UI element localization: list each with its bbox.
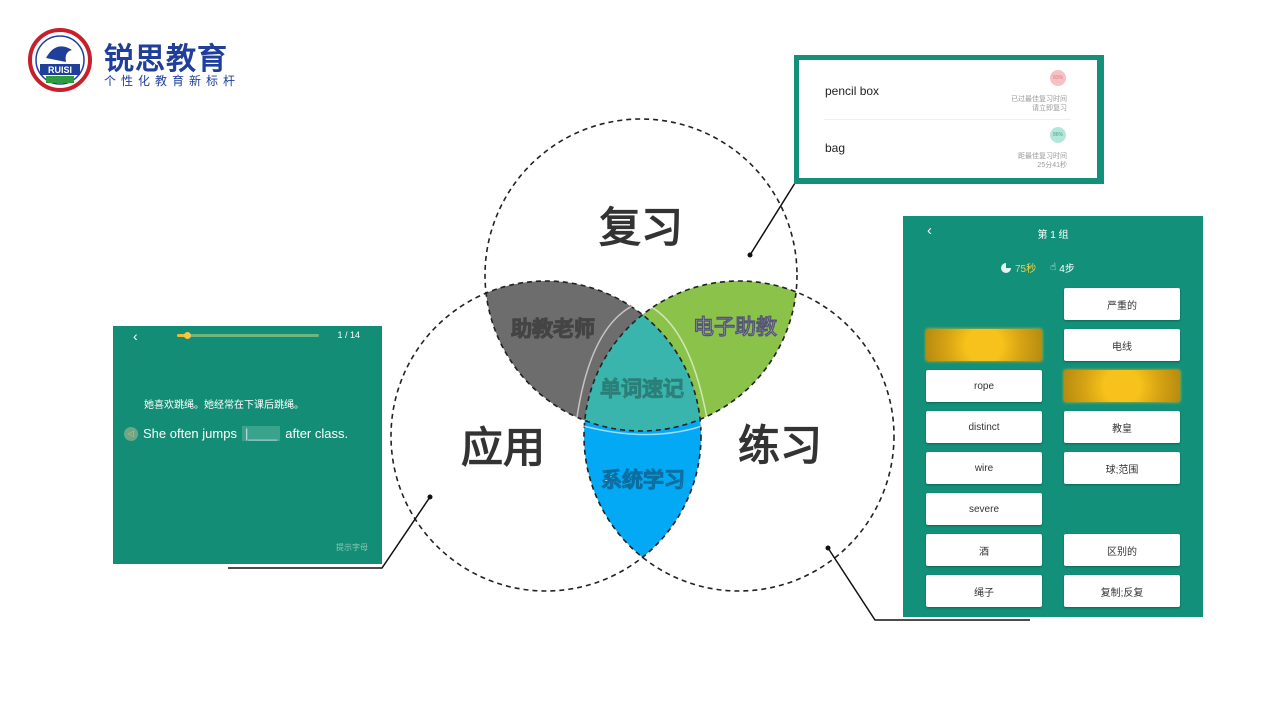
word-card[interactable]: rope — [926, 370, 1042, 402]
back-icon[interactable]: ‹ — [133, 328, 138, 344]
progress-bar — [177, 332, 319, 339]
word-card[interactable]: 区别的 — [1064, 534, 1180, 566]
word-card[interactable]: severe — [926, 493, 1042, 525]
label-review: 复习 — [599, 203, 683, 252]
hand-icon: ☝ — [1050, 262, 1057, 273]
word-card[interactable]: 教皇 — [1064, 411, 1180, 443]
circle-practice — [583, 280, 895, 592]
group-title: 第 1 组 — [1037, 230, 1069, 241]
label-assistant-teacher: 助教老师 — [511, 317, 595, 341]
match-panel: ‹ 第 1 组 75秒 ☝4步 rope distinct wire severe 酒绳… — [903, 216, 1203, 617]
word-card[interactable]: 球;范围 — [1064, 452, 1180, 484]
label-practice: 练习 — [738, 421, 822, 470]
review-note: 已过最佳复习时间请立即复习 — [1011, 96, 1067, 112]
label-word-memo: 单词速记 — [600, 377, 684, 401]
brand-name: 锐思教育 — [104, 43, 228, 76]
review-word: pencil box — [825, 84, 880, 98]
word-card[interactable]: 严重的 — [1064, 288, 1180, 320]
word-card[interactable]: 复制;反复 — [1064, 575, 1180, 607]
label-e-assistant: 电子助教 — [693, 315, 778, 339]
sentence-end: after class. — [285, 426, 349, 441]
label-system-learning: 系统学习 — [601, 468, 685, 492]
divider — [824, 119, 1071, 120]
svg-text:RUISI: RUISI — [48, 65, 72, 75]
hint-button[interactable]: 提示字母 — [336, 543, 368, 552]
matched-card[interactable] — [1064, 370, 1180, 402]
steps-value: 4步 — [1059, 264, 1075, 275]
matched-card[interactable] — [926, 329, 1042, 361]
review-word: bag — [825, 141, 846, 155]
word-card[interactable]: 绳子 — [926, 575, 1042, 607]
circle-apply — [390, 280, 702, 592]
connector-apply — [228, 496, 431, 569]
answer-blank-input[interactable]: |____ — [241, 426, 281, 441]
word-card[interactable]: 酒 — [926, 534, 1042, 566]
word-card[interactable]: 电线 — [1064, 329, 1180, 361]
word-card[interactable]: wire — [926, 452, 1042, 484]
memory-percent: 86% — [1050, 127, 1066, 143]
back-icon[interactable]: ‹ — [927, 222, 932, 239]
label-apply: 应用 — [461, 423, 545, 472]
speaker-icon[interactable]: ◁ — [124, 426, 138, 441]
progress-count: 1 / 14 — [337, 330, 360, 340]
timer-value: 75秒 — [1015, 264, 1037, 275]
memory-percent: 83% — [1050, 70, 1066, 86]
quiz-panel: ‹ 1 / 14 她喜欢跳绳。她经常在下课后跳绳。 ◁ She often ju… — [113, 326, 382, 564]
review-panel: pencil box 83% 已过最佳复习时间请立即复习 bag 86% 距最佳… — [794, 55, 1104, 184]
timer-icon — [1001, 262, 1011, 273]
sentence-start: She often jumps — [143, 426, 237, 441]
brand-slogan: 个性化教育新标杆 — [104, 74, 241, 88]
chinese-sentence: 她喜欢跳绳。她经常在下课后跳绳。 — [144, 400, 304, 411]
word-card[interactable]: distinct — [926, 411, 1042, 443]
logo-emblem: RUISI — [28, 28, 92, 92]
circle-review — [484, 118, 798, 432]
connector-practice — [827, 547, 1030, 621]
